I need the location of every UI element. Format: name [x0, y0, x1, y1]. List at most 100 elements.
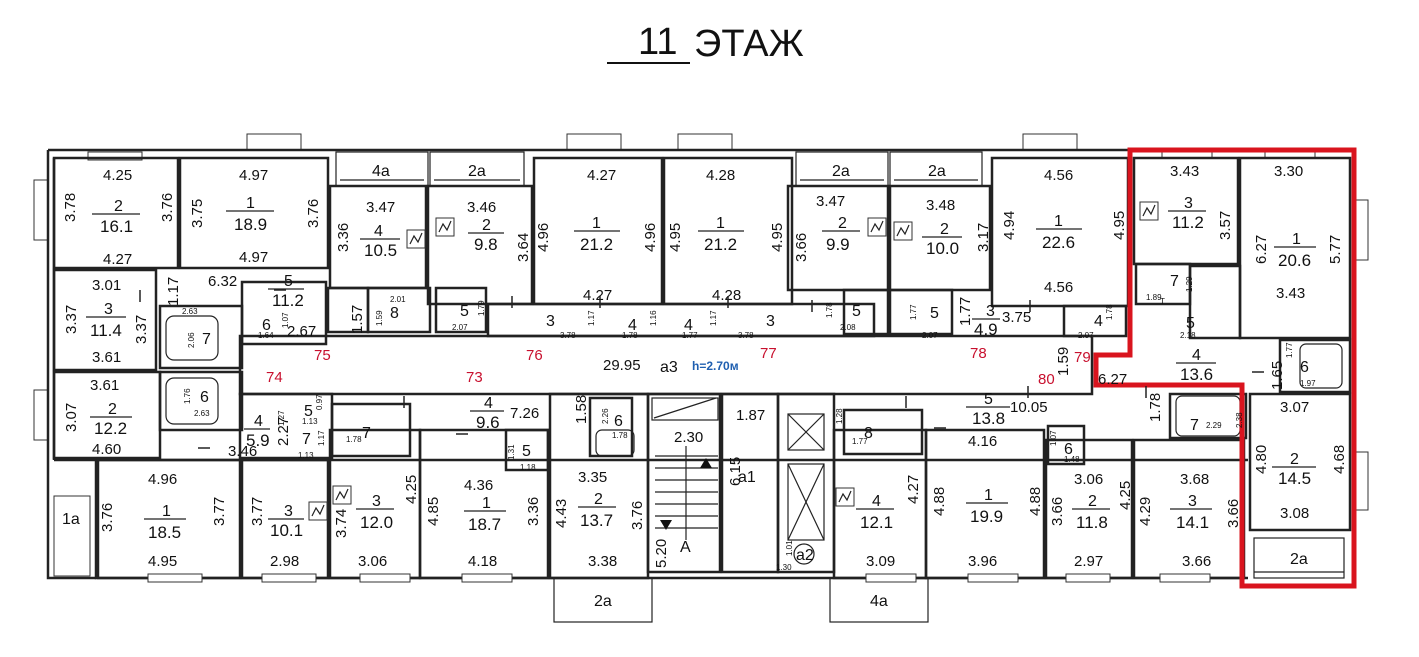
room-number: 5 — [522, 443, 531, 460]
small-dimension: 1.78 — [346, 435, 362, 444]
riser-80: 80 — [1038, 371, 1055, 388]
stove-icon — [332, 485, 352, 505]
balcony-label-2: 2а — [468, 163, 486, 180]
dimension-label: 3.61 — [92, 349, 121, 366]
dimension-label: 3.01 — [92, 277, 121, 294]
room-label: 118.5 — [144, 503, 186, 542]
dimension-label: 4.18 — [468, 553, 497, 570]
svg-text:13.6: 13.6 — [1180, 365, 1213, 384]
room-label: 310.1 — [268, 503, 304, 540]
room-number: 5 — [930, 305, 939, 322]
small-dimension: 1.17 — [709, 310, 718, 326]
svg-text:4: 4 — [254, 413, 263, 430]
lift-hall-label: а1 — [738, 469, 756, 486]
small-dimension: 1.78 — [612, 431, 628, 440]
stove-icons — [308, 201, 1159, 521]
small-dimension: 1.78 — [1105, 304, 1114, 320]
dimension-label: 4.29 — [1137, 497, 1154, 526]
small-dimension: 1.13 — [302, 417, 318, 426]
dimension-label: 3.37 — [63, 305, 80, 334]
room-number: 5 — [460, 303, 469, 320]
svg-text:1: 1 — [1292, 231, 1301, 248]
dimension-label: 3.57 — [1217, 211, 1234, 240]
dimension-label: 3.17 — [975, 223, 992, 252]
dimension-label: 3.66 — [1182, 553, 1211, 570]
svg-text:10.1: 10.1 — [270, 521, 303, 540]
dimension-label: 3.47 — [816, 193, 845, 210]
svg-text:9.9: 9.9 — [826, 235, 850, 254]
balcony-label-3: 2а — [832, 163, 850, 180]
small-dimension: 2.07 — [1078, 331, 1094, 340]
stove-icon — [308, 501, 328, 521]
dimension-label: 6.27 — [1253, 235, 1270, 264]
dimension-label: 3.76 — [305, 199, 322, 228]
dimension-label: 3.08 — [1280, 505, 1309, 522]
dimension-label: 3.66 — [793, 233, 810, 262]
dimension-label: 3.77 — [211, 497, 228, 526]
riser-77: 77 — [760, 345, 777, 362]
small-dimension: 2.38 — [1235, 412, 1244, 428]
room-label: 213.7 — [578, 491, 616, 530]
dimension-label: 4.95 — [667, 223, 684, 252]
door-markers — [139, 289, 1264, 449]
room-label: 122.6 — [1036, 213, 1082, 252]
balcony-label-4a-bottom: 4а — [870, 593, 888, 610]
room-number: 6 — [200, 389, 209, 406]
svg-text:2: 2 — [108, 401, 117, 418]
bottom-balconies — [147, 573, 1211, 623]
dimension-label: 3.09 — [866, 553, 895, 570]
svg-text:12.2: 12.2 — [94, 419, 127, 438]
room-number: 8 — [864, 425, 873, 442]
dimension-label: 4.60 — [92, 441, 121, 458]
dimension-label: 3.66 — [1225, 499, 1242, 528]
svg-text:11.8: 11.8 — [1076, 513, 1108, 532]
room-label: 119.9 — [966, 487, 1008, 526]
room-label: 214.5 — [1272, 451, 1316, 488]
balcony-label-2a-right: 2а — [1290, 551, 1308, 568]
room-number: 6 — [1300, 359, 1309, 376]
dimension-label: 2.67 — [287, 323, 316, 340]
room-number: 7 — [202, 331, 211, 348]
small-dimension: 2.07 — [452, 323, 468, 332]
svg-text:9.8: 9.8 — [474, 235, 498, 254]
room-number: 8 — [390, 305, 399, 322]
svg-text:1: 1 — [592, 215, 601, 232]
dimension-label: 5.77 — [1327, 235, 1344, 264]
dimension-label: 3.96 — [968, 553, 997, 570]
dimension-label: 4.43 — [553, 499, 570, 528]
small-dimension: 2.06 — [187, 332, 196, 348]
dimension-label: 3.06 — [1074, 471, 1103, 488]
room-number: 5 — [1186, 315, 1195, 332]
room-label: 311.2 — [1168, 195, 1206, 232]
svg-text:3: 3 — [284, 503, 293, 520]
room-label: 312.0 — [356, 493, 394, 532]
svg-text:13.8: 13.8 — [972, 409, 1005, 428]
dimension-labels: 4.25 3.78 3.76 4.27 4.97 3.75 3.76 4.97 … — [62, 163, 1348, 570]
small-dimension: 1.13 — [298, 451, 314, 460]
small-dimension: 2.18 — [1180, 331, 1196, 340]
dimension-label: 29.95 — [603, 357, 641, 374]
small-dimension: 1.30 — [776, 563, 792, 572]
svg-text:20.6: 20.6 — [1278, 251, 1311, 270]
room-number: 4 — [628, 317, 637, 334]
room-label: 118.7 — [464, 495, 506, 534]
ceiling-height: h=2.70м — [692, 359, 739, 373]
svg-text:11.4: 11.4 — [90, 321, 122, 340]
dimension-label: 4.28 — [712, 287, 741, 304]
small-dimension: 1.77 — [852, 437, 868, 446]
dimension-label: 3.36 — [335, 223, 352, 252]
small-dimension: 1.29 — [1185, 276, 1194, 292]
dimension-label: 4.94 — [1001, 211, 1018, 240]
dimension-label: 1.59 — [1055, 347, 1072, 376]
svg-text:13.7: 13.7 — [580, 511, 613, 530]
room-label: 210.0 — [922, 221, 962, 258]
dimension-label: 3.36 — [525, 497, 542, 526]
room-number: 3 — [546, 313, 555, 330]
riser-74: 74 — [266, 369, 283, 386]
room-label: 45.9 — [244, 413, 270, 450]
dimension-label: 7.26 — [510, 405, 539, 422]
svg-text:4: 4 — [484, 395, 493, 412]
room-label: 413.6 — [1176, 347, 1216, 384]
stove-icon — [835, 487, 855, 507]
